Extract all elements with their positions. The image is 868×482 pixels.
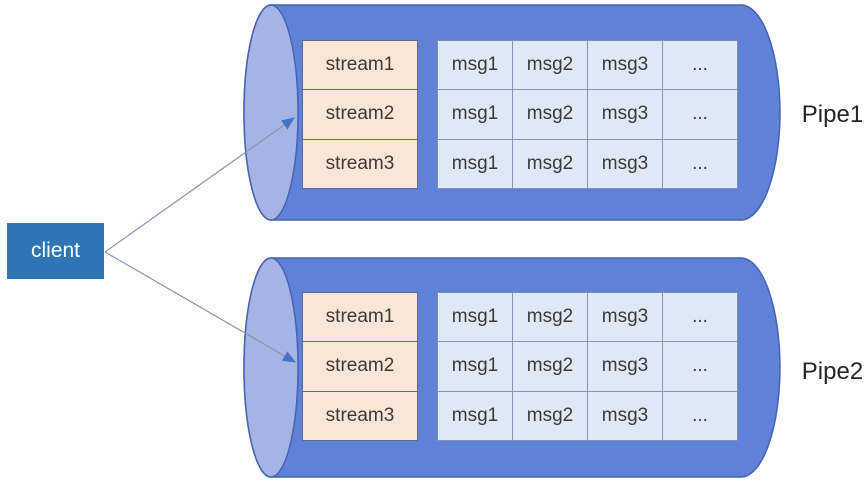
msg-cell: msg2 (513, 90, 587, 139)
pipe2-message-grid: msg1 msg2 msg3 ... msg1 msg2 msg3 ... ms… (437, 292, 738, 441)
msg-cell: ... (663, 342, 737, 391)
msg-cell: msg3 (588, 90, 662, 139)
stream-cell: stream3 (303, 391, 417, 440)
pipe1-label: Pipe1 (801, 101, 864, 128)
client-to-pipe2-arrow (104, 251, 296, 363)
pipe2-stream-column: stream1 stream2 stream3 (302, 292, 418, 441)
pipe1-message-grid: msg1 msg2 msg3 ... msg1 msg2 msg3 ... ms… (437, 40, 738, 189)
stream-cell: stream3 (303, 139, 417, 188)
client-to-pipe1-arrow (104, 117, 295, 253)
msg-cell: msg3 (588, 342, 662, 391)
pipe2-label: Pipe2 (801, 358, 864, 385)
msg-cell: ... (663, 391, 737, 440)
msg-cell: msg2 (513, 293, 587, 342)
msg-cell: msg2 (513, 391, 587, 440)
msg-cell: msg1 (438, 391, 512, 440)
msg-cell: ... (663, 90, 737, 139)
msg-cell: msg1 (438, 90, 512, 139)
msg-cell: msg1 (438, 41, 512, 90)
msg-cell: msg2 (513, 139, 587, 188)
stream-cell: stream1 (303, 41, 417, 90)
stream-cell: stream2 (303, 90, 417, 139)
stream-cell: stream1 (303, 293, 417, 342)
msg-cell: msg3 (588, 293, 662, 342)
client-label: client (30, 239, 81, 262)
stream-cell: stream2 (303, 342, 417, 391)
msg-cell: msg1 (438, 293, 512, 342)
msg-cell: ... (663, 293, 737, 342)
msg-cell: msg3 (588, 391, 662, 440)
client-box: client (7, 223, 104, 279)
pipe2-end-cap (243, 257, 299, 478)
msg-cell: ... (663, 41, 737, 90)
msg-cell: msg1 (438, 342, 512, 391)
msg-cell: msg2 (513, 342, 587, 391)
msg-cell: msg1 (438, 139, 512, 188)
msg-cell: msg3 (588, 41, 662, 90)
pipe1-stream-column: stream1 stream2 stream3 (302, 40, 418, 189)
msg-cell: msg3 (588, 139, 662, 188)
pipe1-end-cap (243, 4, 299, 221)
msg-cell: ... (663, 139, 737, 188)
msg-cell: msg2 (513, 41, 587, 90)
